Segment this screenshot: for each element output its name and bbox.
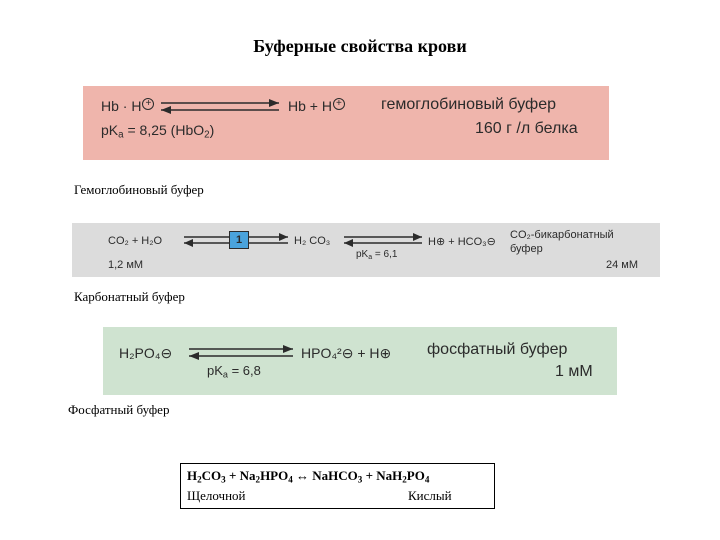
phos-conc-label: 1 мМ	[555, 363, 593, 380]
h2po4-label: H₂PO₄⊖	[119, 345, 173, 361]
phosphate-caption: Фосфатный буфер	[68, 402, 170, 417]
phos-buffer-name: фосфатный буфер	[427, 341, 568, 358]
co2-h2o-label: CO₂ + H₂O	[108, 235, 163, 247]
bicarb-pka-label: pKa = 6,1	[356, 249, 398, 261]
phos-pka-label: pKa = 6,8	[207, 363, 261, 380]
buffer-equation-box: H2CO3 + Na2HPO4 ↔ NaHCO3 + NaH2PO4 Щелоч…	[180, 463, 495, 509]
conc-left-label: 1,2 мМ	[108, 259, 144, 271]
bicarb-name-line2: буфер	[510, 243, 543, 255]
alkaline-label: Щелочной	[187, 488, 246, 503]
positive-charge-icon: +	[332, 98, 345, 110]
h2co3-label: H₂ CO₃	[294, 235, 331, 247]
acid-label: Кислый	[408, 488, 452, 503]
bicarb-products-label: H⊕ + HCO₃⊖	[428, 236, 496, 248]
hb-pka-label: pKa = 8,25 (HbO2)	[101, 122, 215, 141]
hb-protein-amount: 160 г /л белка	[475, 120, 578, 137]
hemoglobin-caption: Гемоглобиновый буфер	[74, 182, 204, 197]
enzyme-box: 1	[229, 231, 249, 249]
hemoglobin-buffer-figure: Hb · H+ Hb + H+ pKa = 8,25 (HbO2) гемогл…	[83, 86, 609, 160]
positive-charge-icon: +	[142, 98, 155, 110]
conc-right-label: 24 мМ	[606, 259, 639, 271]
equilibrium-arrows	[184, 233, 422, 247]
bicarb-name-line1: CO₂-бикарбонатный	[510, 229, 614, 241]
phosphate-buffer-figure: H₂PO₄⊖ pKa = 6,8 HPO₄²⊖ + H⊕ фосфатный б…	[103, 327, 617, 395]
bicarbonate-caption: Карбонатный буфер	[74, 289, 185, 304]
hb-buffer-name: гемоглобиновый буфер	[381, 96, 556, 113]
equilibrium-arrows	[161, 99, 279, 114]
hb-plus-h-label: Hb + H+	[288, 98, 345, 114]
bicarbonate-buffer-figure: CO₂ + H₂O 1 H₂ CO₃ pKa = 6,1 H⊕ + HCO₃⊖ …	[72, 223, 660, 277]
buffer-equation: H2CO3 + Na2HPO4 ↔ NaHCO3 + NaH2PO4	[187, 468, 430, 485]
equilibrium-arrows	[189, 345, 293, 360]
page-title: Буферные свойства крови	[253, 36, 467, 56]
hpo4-label: HPO₄²⊖ + H⊕	[301, 345, 392, 361]
hb-h-label: Hb · H+	[101, 98, 155, 114]
